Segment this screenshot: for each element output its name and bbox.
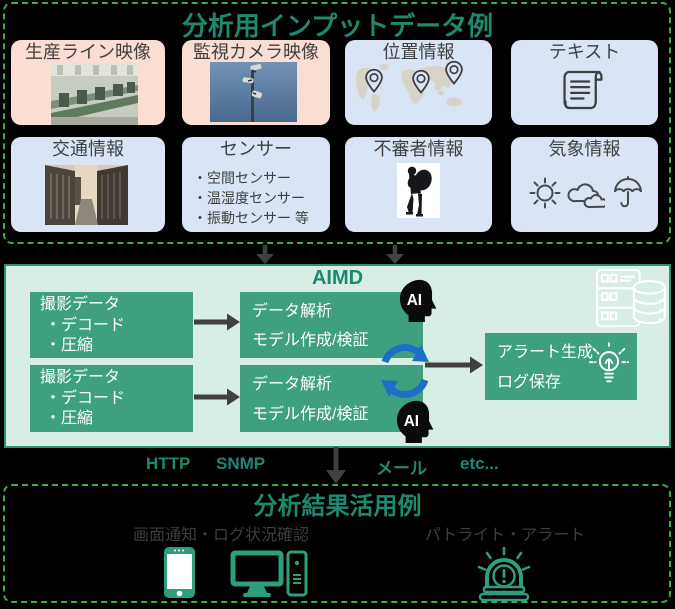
- umbrella-icon: [614, 176, 642, 208]
- cloud-icon: [567, 183, 605, 209]
- smartphone-icon: [164, 547, 195, 598]
- input-box-production-line: 生産ライン映像: [11, 40, 165, 125]
- input-box-label: 不審者情報: [373, 139, 464, 159]
- protocol-etc: etc...: [460, 454, 499, 473]
- capture-line: ・デコード: [45, 389, 126, 407]
- desktop-monitor-icon: [230, 550, 284, 597]
- capture-line: ・圧縮: [45, 410, 94, 427]
- aimd-title: AIMD: [311, 267, 364, 289]
- screen-notification-label: 画面通知・ログ状況確認: [132, 527, 309, 544]
- input-box-sensor: センサー ・空間センサー ・温湿度センサー ・振動センサー 等: [182, 137, 330, 232]
- input-box-suspicious-person: 不審者情報: [345, 137, 492, 232]
- down-arrow: [256, 245, 274, 264]
- log-line: ログ保存: [497, 374, 562, 391]
- input-section-title: 分析用インプットデータ例: [181, 11, 494, 41]
- analysis-box: データ解析 モデル作成/検証: [240, 292, 423, 358]
- map-pin-icon: [365, 68, 383, 93]
- sync-cycle-icon: [381, 344, 429, 398]
- factory-photo: [51, 63, 138, 125]
- sensor-item: ・空間センサー: [193, 170, 291, 186]
- alert-line: アラート生成: [497, 344, 594, 361]
- analysis-line: モデル作成/検証: [252, 406, 369, 423]
- server-database-icon: [596, 268, 666, 328]
- capture-line: 撮影データ: [40, 296, 121, 313]
- sensor-item: ・温湿度センサー: [193, 190, 305, 206]
- alert-log-box: アラート生成 ログ保存: [485, 333, 637, 400]
- input-box-label: 気象情報: [548, 139, 621, 159]
- input-box-surveillance-camera: 監視カメラ映像: [182, 40, 330, 125]
- ai-head-icon: AI: [400, 279, 437, 323]
- security-camera-photo: [210, 62, 297, 122]
- sensor-item: ・振動センサー 等: [193, 210, 309, 226]
- ai-label: AI: [404, 413, 419, 430]
- ai-head-icon: AI: [397, 400, 434, 444]
- protocol-http: HTTP: [146, 454, 191, 473]
- capture-line: 撮影データ: [40, 369, 121, 386]
- input-box-label: 生産ライン映像: [25, 42, 151, 62]
- input-section-frame: [3, 2, 671, 244]
- input-box-weather: 気象情報: [511, 137, 658, 232]
- analysis-line: データ解析: [252, 376, 333, 393]
- protocol-mail: メール: [376, 459, 427, 478]
- input-box-text: テキスト: [511, 40, 658, 125]
- output-section-frame: [3, 484, 671, 603]
- suspicious-person-photo: [397, 163, 440, 218]
- sensor-item-list: ・空間センサー ・温湿度センサー ・振動センサー 等: [182, 168, 341, 228]
- input-box-label: 位置情報: [382, 42, 455, 62]
- analysis-line: モデル作成/検証: [252, 332, 369, 349]
- input-box-label: センサー: [220, 139, 292, 159]
- lightbulb-icon: [588, 342, 630, 383]
- protocol-snmp: SNMP: [216, 454, 266, 473]
- output-section-title: 分析結果活用例: [253, 493, 422, 520]
- analysis-line: データ解析: [252, 303, 333, 320]
- input-box-label: テキスト: [548, 42, 621, 62]
- input-box-location: 位置情報: [345, 40, 492, 125]
- map-pin-icon: [445, 60, 463, 85]
- patrol-light-icon: [477, 546, 531, 602]
- down-arrow: [386, 245, 404, 264]
- ai-label: AI: [407, 292, 422, 309]
- capture-data-box: 撮影データ ・デコード ・圧縮: [30, 365, 193, 432]
- right-arrow: [425, 356, 483, 374]
- map-pin-icon: [412, 69, 430, 94]
- right-arrow: [194, 388, 240, 406]
- input-box-label: 監視カメラ映像: [193, 42, 319, 62]
- pc-tower-icon: [286, 550, 308, 597]
- capture-line: ・デコード: [45, 316, 126, 334]
- sun-icon: [529, 177, 561, 209]
- input-box-label: 交通情報: [52, 139, 124, 159]
- capture-data-box: 撮影データ ・デコード ・圧縮: [30, 292, 193, 358]
- scroll-icon: [563, 70, 603, 110]
- patrol-light-label: パトライト・アラート: [424, 527, 586, 544]
- capture-line: ・圧縮: [45, 337, 94, 354]
- city-street-photo: [45, 165, 128, 225]
- down-arrow: [326, 447, 346, 484]
- right-arrow: [194, 313, 240, 331]
- analysis-box: データ解析 モデル作成/検証: [240, 365, 423, 432]
- input-box-traffic: 交通情報: [11, 137, 165, 232]
